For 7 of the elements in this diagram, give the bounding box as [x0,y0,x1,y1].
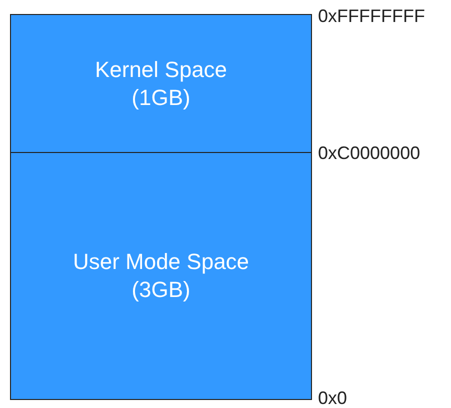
region-label: Kernel Space (1GB) [94,56,228,112]
address-label: 0xC0000000 [318,143,420,164]
region-label: User Mode Space (3GB) [72,248,250,304]
address-label: 0x0 [318,388,348,408]
memory-region [10,152,312,400]
address-label: 0xFFFFFFFF [318,6,425,27]
memory-region [10,14,312,154]
